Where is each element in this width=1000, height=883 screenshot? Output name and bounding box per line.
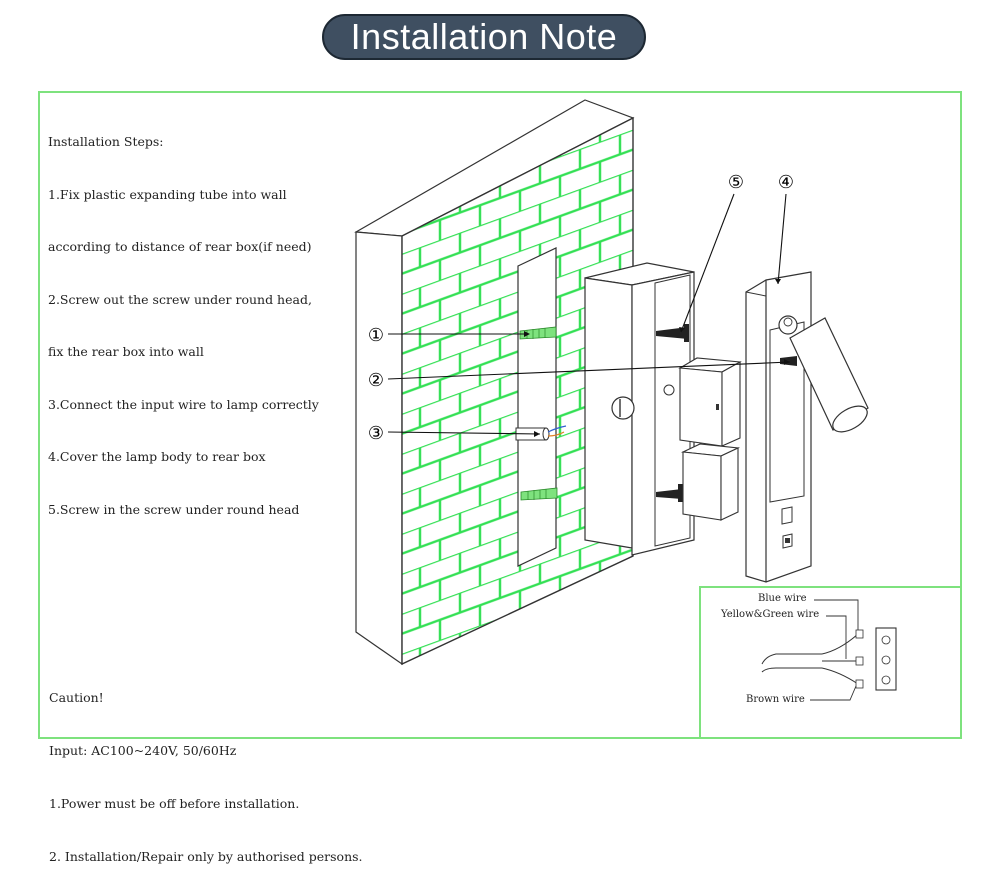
step-line: 3.Connect the input wire to lamp correct… xyxy=(48,396,319,412)
driver-box-upper xyxy=(678,357,742,447)
step-line: 4.Cover the lamp body to rear box xyxy=(48,449,266,464)
expanding-tube-lower xyxy=(520,487,558,501)
callout-3: ③ xyxy=(368,423,384,444)
diagram-frame xyxy=(38,91,962,739)
callout-4: ④ xyxy=(778,172,794,193)
caution-heading: Caution! xyxy=(49,690,104,706)
callout-5: ⑤ xyxy=(728,172,744,193)
driver-box-lower xyxy=(680,443,741,521)
callout-leaders xyxy=(387,193,791,437)
caution-line: 1.Power must be off before installation. xyxy=(49,795,300,811)
callout-2: ② xyxy=(368,370,384,391)
step-line: 2.Screw out the screw under round head, xyxy=(48,291,312,307)
caution-line: 2. Installation/Repair only by authorise… xyxy=(49,848,363,864)
step-line: according to distance of rear box(if nee… xyxy=(48,239,312,254)
yellow-green-wire-label: Yellow&Green wire xyxy=(721,609,820,620)
title-banner: Installation Note xyxy=(322,14,646,60)
brown-wire-label: Brown wire xyxy=(746,694,805,705)
wiring-drawing xyxy=(761,599,897,701)
input-cable xyxy=(515,425,567,441)
step-line: fix the rear box into wall xyxy=(48,344,204,359)
step-line: 1.Fix plastic expanding tube into wall xyxy=(48,186,287,202)
blue-wire-label: Blue wire xyxy=(758,593,807,604)
rear-box xyxy=(584,262,695,556)
page-title: Installation Note xyxy=(350,16,618,57)
lamp-plate xyxy=(745,271,869,583)
wiring-inset-frame xyxy=(699,586,962,739)
callout-1: ① xyxy=(368,325,384,346)
installation-steps: Installation Steps: 1.Fix plastic expand… xyxy=(48,98,319,536)
step-line: 5.Screw in the screw under round head xyxy=(48,501,300,517)
installation-diagram: ① ② ③ ④ ⑤ xyxy=(354,99,897,701)
steps-heading: Installation Steps: xyxy=(48,134,164,149)
